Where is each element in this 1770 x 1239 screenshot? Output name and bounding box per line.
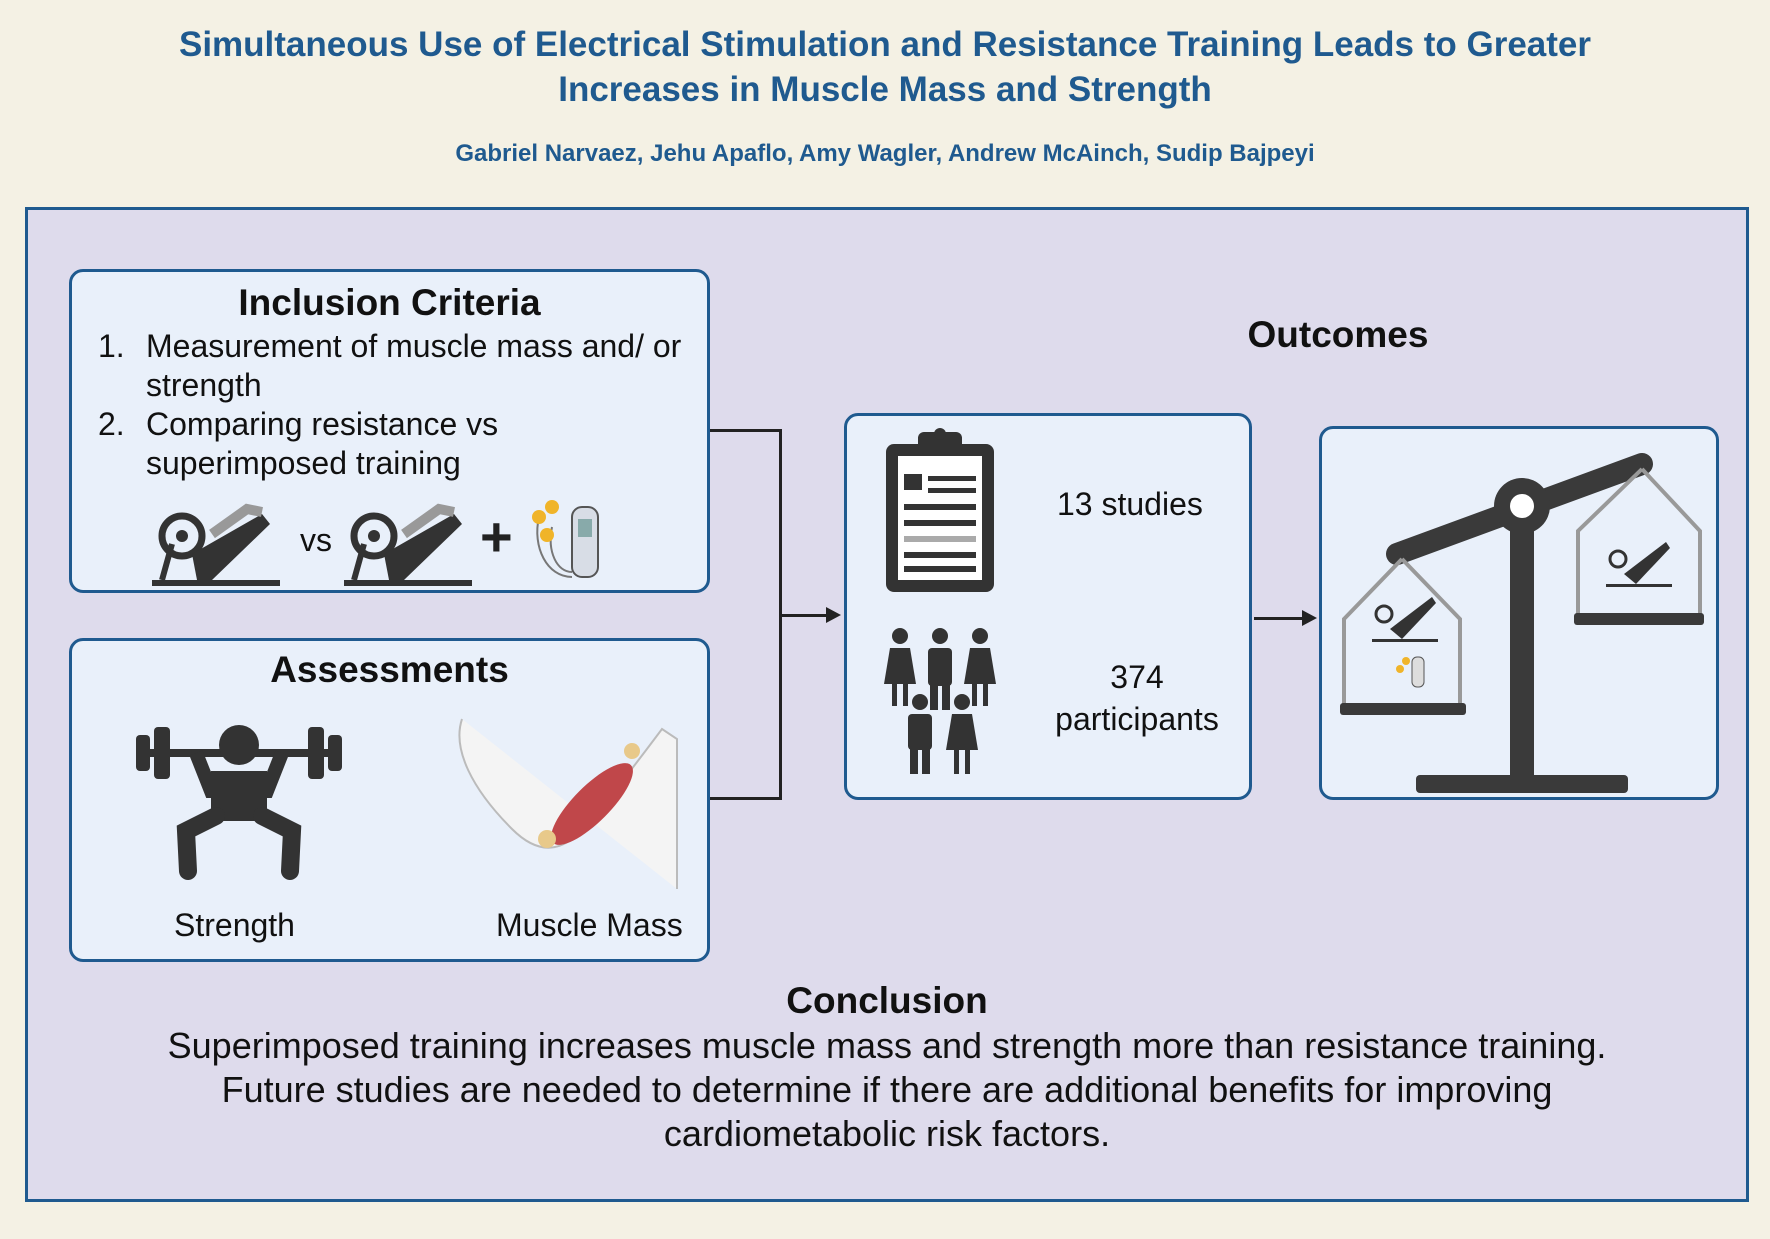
studies-count: 13 studies bbox=[1057, 486, 1203, 522]
item-text: Measurement of muscle mass and/ or stren… bbox=[146, 328, 682, 403]
arrow bbox=[779, 614, 829, 617]
title-line-2: Increases in Muscle Mass and Strength bbox=[558, 70, 1212, 109]
clipboard-icon bbox=[886, 428, 994, 592]
conclusion-line: cardiometabolic risk factors. bbox=[663, 1113, 1111, 1154]
balance-scale-icon bbox=[1340, 453, 1704, 793]
participants-label: participants bbox=[1055, 701, 1219, 737]
connector bbox=[710, 429, 782, 432]
inclusion-heading: Inclusion Criteria bbox=[238, 282, 541, 323]
vs-label: vs bbox=[300, 522, 332, 558]
conclusion-section: Conclusion Superimposed training increas… bbox=[25, 980, 1749, 1156]
poster-title: Simultaneous Use of Electrical Stimulati… bbox=[0, 22, 1770, 112]
arrow bbox=[1254, 617, 1304, 620]
assessments-heading: Assessments bbox=[270, 649, 509, 690]
conclusion-line: Superimposed training increases muscle m… bbox=[167, 1025, 1607, 1066]
arm-muscle-icon bbox=[458, 718, 678, 889]
muscle-mass-label: Muscle Mass bbox=[496, 907, 683, 943]
conclusion-heading: Conclusion bbox=[786, 980, 988, 1021]
authors: Gabriel Narvaez, Jehu Apaflo, Amy Wagler… bbox=[455, 140, 1315, 167]
assessments-card: Assessments Strength Muscle Mass bbox=[69, 638, 710, 962]
connector bbox=[710, 797, 782, 800]
leg-press-icon bbox=[344, 503, 472, 586]
strength-label: Strength bbox=[174, 907, 295, 943]
inclusion-criteria-card: Inclusion Criteria 1. Measurement of musc… bbox=[69, 269, 710, 593]
item-number: 1. bbox=[98, 328, 125, 364]
criteria-item: 1. Measurement of muscle mass and/ or str… bbox=[98, 327, 688, 405]
conclusion-line: Future studies are needed to determine i… bbox=[221, 1069, 1553, 1110]
balance-scale-card bbox=[1319, 426, 1719, 800]
outcomes-heading: Outcomes bbox=[1247, 314, 1429, 355]
item-text: Comparing resistance vs superimposed tra… bbox=[146, 406, 499, 481]
people-group-icon bbox=[884, 628, 996, 774]
item-number: 2. bbox=[98, 406, 125, 442]
electrical-stimulator-icon bbox=[532, 500, 599, 578]
arrow-head-icon bbox=[1302, 610, 1317, 626]
plus-sign: + bbox=[480, 505, 513, 568]
arrow-head-icon bbox=[826, 607, 841, 623]
study-summary-card: 13 studies 374 participants bbox=[844, 413, 1252, 800]
participants-count: 374 bbox=[1110, 659, 1164, 695]
title-line-1: Simultaneous Use of Electrical Stimulati… bbox=[178, 25, 1592, 64]
leg-press-small-icon bbox=[1372, 597, 1438, 642]
squat-barbell-icon bbox=[136, 725, 342, 880]
leg-press-icon bbox=[152, 503, 280, 586]
criteria-item: 2. Comparing resistance vs superimposed t… bbox=[98, 405, 688, 483]
